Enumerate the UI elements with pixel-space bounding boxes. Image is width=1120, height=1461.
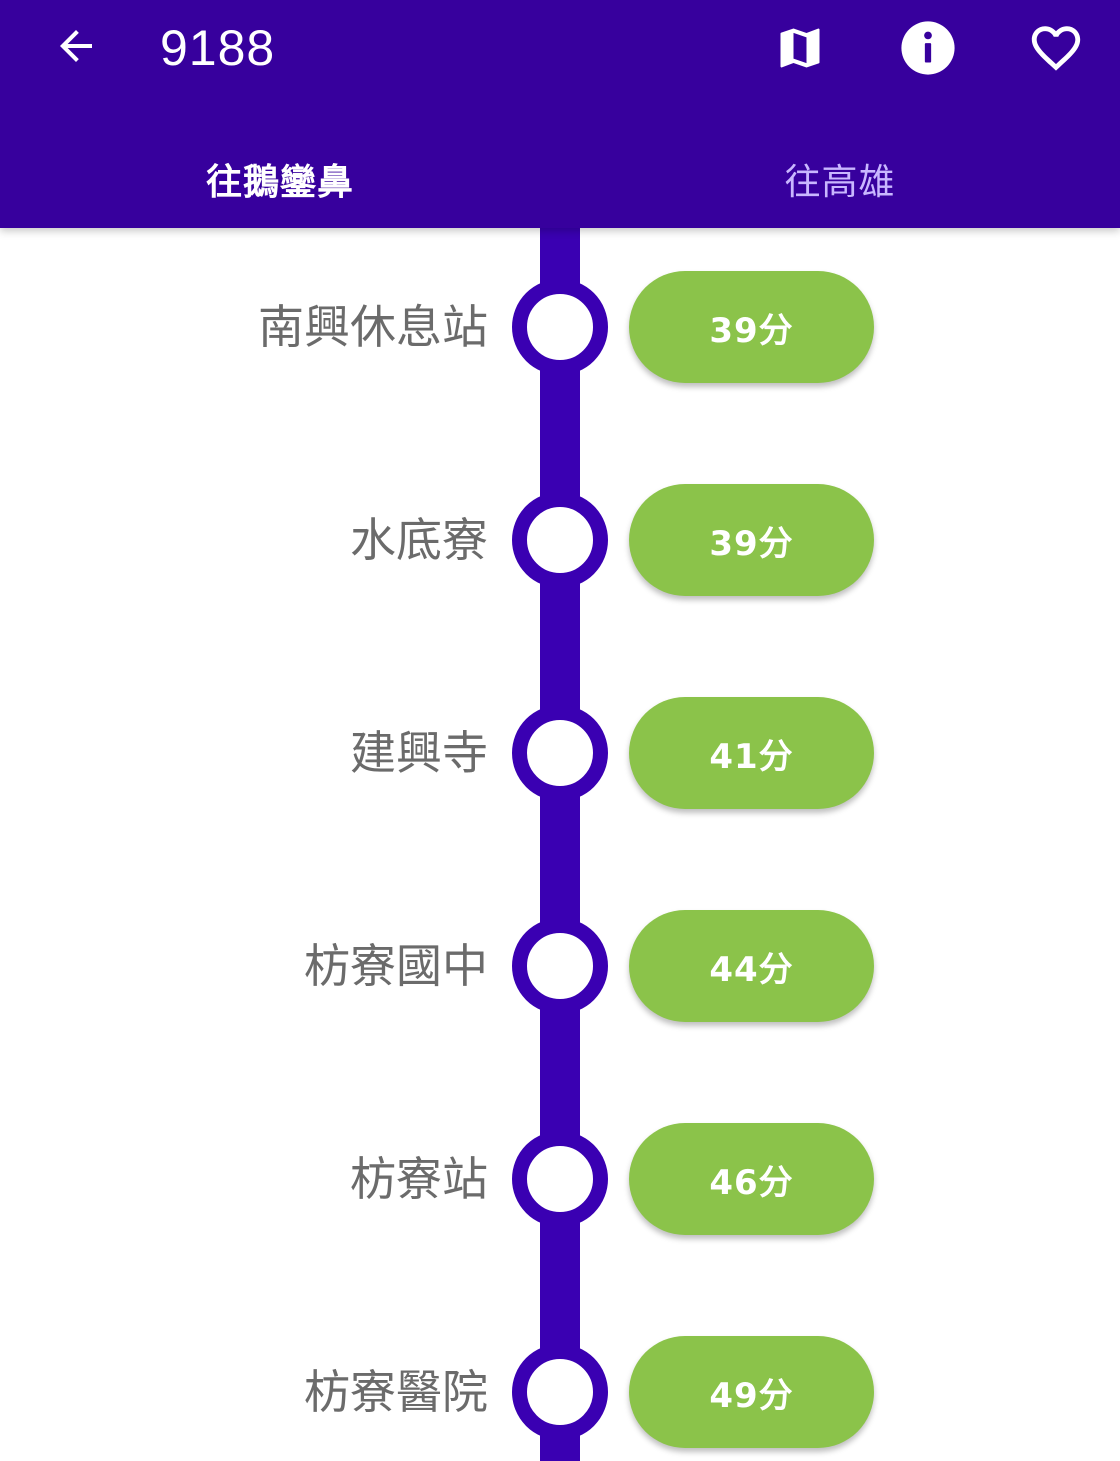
eta-badge: 39分 (629, 271, 874, 383)
info-icon (901, 21, 955, 75)
stop-name: 枋寮國中 (304, 939, 488, 993)
back-button[interactable] (44, 14, 108, 78)
stop-node (512, 492, 608, 588)
stop-name: 建興寺 (350, 726, 488, 780)
direction-tabs: 往鵝鑾鼻 往高雄 (0, 130, 1120, 228)
eta-badge: 49分 (629, 1336, 874, 1448)
stop-row[interactable]: 枋寮站 46分 (0, 1119, 1120, 1239)
stop-name: 南興休息站 (258, 300, 488, 354)
stop-row[interactable]: 建興寺 41分 (0, 693, 1120, 813)
stop-node (512, 1344, 608, 1440)
route-line (540, 228, 580, 1461)
stop-node (512, 279, 608, 375)
app-bar: 9188 往鵝鑾鼻 往高雄 (0, 0, 1120, 228)
stop-row[interactable]: 水底寮 39分 (0, 480, 1120, 600)
stop-node (512, 918, 608, 1014)
stop-name: 枋寮站 (350, 1152, 488, 1206)
arrow-left-icon (60, 30, 92, 62)
stop-node (512, 1131, 608, 1227)
eta-badge: 46分 (629, 1123, 874, 1235)
stop-row[interactable]: 枋寮醫院 49分 (0, 1332, 1120, 1452)
stop-row[interactable]: 南興休息站 39分 (0, 267, 1120, 387)
stop-name: 水底寮 (350, 513, 488, 567)
info-button[interactable] (896, 16, 960, 80)
eta-badge: 44分 (629, 910, 874, 1022)
page-title: 9188 (160, 20, 276, 76)
map-button[interactable] (768, 16, 832, 80)
tab-to-eluanbi[interactable]: 往鵝鑾鼻 (205, 162, 354, 203)
stop-row[interactable]: 枋寮國中 44分 (0, 906, 1120, 1026)
map-icon (780, 28, 820, 68)
stop-node (512, 705, 608, 801)
favorite-button[interactable] (1024, 16, 1088, 80)
tab-to-kaohsiung[interactable]: 往高雄 (784, 162, 896, 203)
stop-name: 枋寮醫院 (304, 1365, 488, 1419)
heart-outline-icon (1031, 26, 1081, 71)
eta-badge: 39分 (629, 484, 874, 596)
eta-badge: 41分 (629, 697, 874, 809)
